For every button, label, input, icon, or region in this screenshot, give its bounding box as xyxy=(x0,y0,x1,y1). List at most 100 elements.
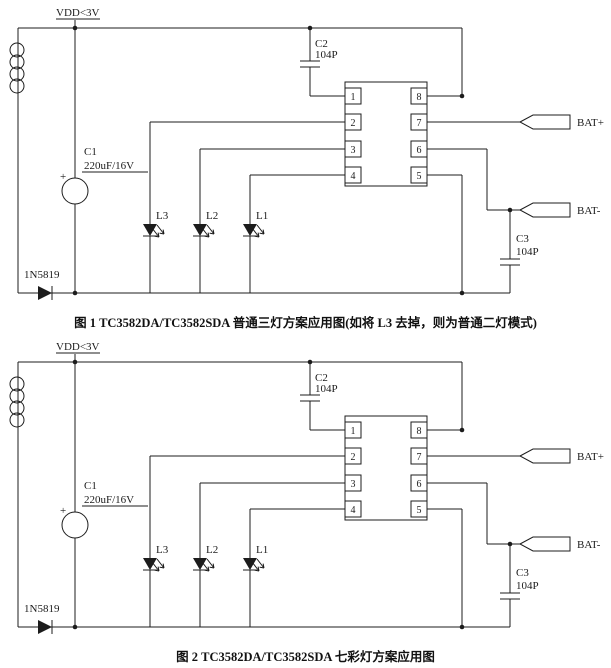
inductor-loop xyxy=(9,400,25,416)
ic-pin5-box xyxy=(410,500,428,518)
junction-dot xyxy=(307,359,313,365)
diode-ref-label: 1N5819 xyxy=(24,603,60,615)
led-l1: L1 xyxy=(243,210,268,238)
bat-minus-connector: BAT- xyxy=(518,536,601,552)
junction-dot xyxy=(72,624,78,630)
capacitor-c2: C2 104P xyxy=(300,372,338,402)
c3-plates-icon xyxy=(500,258,520,266)
ic-pin7-number: 7 xyxy=(417,452,422,463)
ic-pin8-number: 8 xyxy=(417,426,422,437)
bat-plus-connector: BAT+ xyxy=(518,114,604,130)
ic-pin6-number: 6 xyxy=(417,479,422,490)
ic-pin8-number: 8 xyxy=(417,92,422,103)
junction-dot xyxy=(459,427,465,433)
bat-plus-terminal-icon xyxy=(518,114,571,130)
ic-pin7-number: 7 xyxy=(417,118,422,129)
led-l2-label: L2 xyxy=(206,544,218,556)
junction-dot xyxy=(459,93,465,99)
ic-pin2-box xyxy=(344,113,362,131)
bat-plus-label: BAT+ xyxy=(577,117,604,129)
capacitor-c1: C1 220uF/16V + xyxy=(60,146,148,205)
diode-1n5819: 1N5819 xyxy=(24,269,60,300)
junction-dots xyxy=(72,25,513,296)
ic-pin7-box xyxy=(410,447,428,465)
figure-2-caption: 图 2 TC3582DA/TC3582SDA 七彩灯方案应用图 xyxy=(176,649,435,664)
led-l2: L2 xyxy=(193,544,218,572)
circuit-wires xyxy=(17,20,520,294)
ic-pin4-number: 4 xyxy=(351,171,356,182)
figure-1-schematic: VDD<3V C1 220uF/16V + C2 104P 1 2 3 4 xyxy=(9,7,604,300)
vdd-net-label: VDD<3V xyxy=(56,341,100,354)
ic-pin4-number: 4 xyxy=(351,505,356,516)
junction-dot xyxy=(507,207,513,213)
led-triangle-icon xyxy=(193,224,207,236)
figure-2-schematic: VDD<3V C1 220uF/16V + C2 104P 1 2 3 4 xyxy=(9,341,604,634)
led-l1-label: L1 xyxy=(256,544,268,556)
junction-dot xyxy=(459,290,465,296)
ic-pin3-number: 3 xyxy=(351,145,356,156)
ic-pin3-box xyxy=(344,474,362,492)
junction-dot xyxy=(507,541,513,547)
c3-value-label: 104P xyxy=(516,580,539,592)
junction-dot xyxy=(72,25,78,31)
c3-plates-icon xyxy=(500,592,520,600)
c2-ref-label: C2 xyxy=(315,372,328,384)
c1-ref-label: C1 xyxy=(84,146,97,158)
ic-pin4-box xyxy=(344,500,362,518)
vdd-net-label: VDD<3V xyxy=(56,7,100,20)
inductor-loop xyxy=(9,412,25,428)
ic-pin2-number: 2 xyxy=(351,452,356,463)
circuit-wires xyxy=(17,354,520,628)
ic-pin1-number: 1 xyxy=(351,92,356,103)
junction-dots xyxy=(72,359,513,630)
led-emission-arrows xyxy=(151,224,165,238)
bat-plus-connector: BAT+ xyxy=(518,448,604,464)
ic-pin4-box xyxy=(344,166,362,184)
led-triangle-icon xyxy=(143,224,157,236)
diode-triangle-icon xyxy=(38,286,52,300)
inductor-icon xyxy=(9,376,25,428)
c2-plates-icon xyxy=(300,60,320,68)
junction-dot xyxy=(72,359,78,365)
led-l2-label: L2 xyxy=(206,210,218,222)
c2-value-label: 104P xyxy=(315,383,338,395)
ic-body xyxy=(344,81,428,187)
led-emission-arrows xyxy=(251,558,265,572)
c1-value-label: 220uF/16V xyxy=(84,494,134,506)
capacitor-c3: C3 104P xyxy=(500,233,539,266)
junction-dot xyxy=(72,290,78,296)
led-triangle-icon xyxy=(143,558,157,570)
c1-ref-label: C1 xyxy=(84,480,97,492)
bat-minus-label: BAT- xyxy=(577,539,601,551)
ic-pin1-box xyxy=(344,87,362,105)
c3-ref-label: C3 xyxy=(516,567,529,579)
inductor-loop xyxy=(9,66,25,82)
c2-ref-label: C2 xyxy=(315,38,328,50)
ic-pin1-number: 1 xyxy=(351,426,356,437)
inductor-loop xyxy=(9,78,25,94)
c3-value-label: 104P xyxy=(516,246,539,258)
led-emission-arrows xyxy=(151,558,165,572)
ic-pin8-box xyxy=(410,87,428,105)
diode-ref-label: 1N5819 xyxy=(24,269,60,281)
inductor-loop xyxy=(9,54,25,70)
led-triangle-icon xyxy=(193,558,207,570)
ic-pin3-number: 3 xyxy=(351,479,356,490)
bat-minus-terminal-icon xyxy=(518,536,571,552)
c3-ref-label: C3 xyxy=(516,233,529,245)
led-l1-label: L1 xyxy=(256,210,268,222)
ic-pin8-box xyxy=(410,421,428,439)
c1-polarity-plus: + xyxy=(60,171,66,183)
ic-body xyxy=(344,415,428,521)
c1-polarity-plus: + xyxy=(60,505,66,517)
led-l1: L1 xyxy=(243,544,268,572)
ic-pin5-box xyxy=(410,166,428,184)
ic-pin7-box xyxy=(410,113,428,131)
ic-pin5-number: 5 xyxy=(417,505,422,516)
vdd-label-text: VDD<3V xyxy=(56,7,100,19)
capacitor-c3: C3 104P xyxy=(500,567,539,600)
c2-plates-icon xyxy=(300,394,320,402)
vdd-label-text: VDD<3V xyxy=(56,341,100,353)
junction-dot xyxy=(459,624,465,630)
bat-plus-terminal-icon xyxy=(518,448,571,464)
